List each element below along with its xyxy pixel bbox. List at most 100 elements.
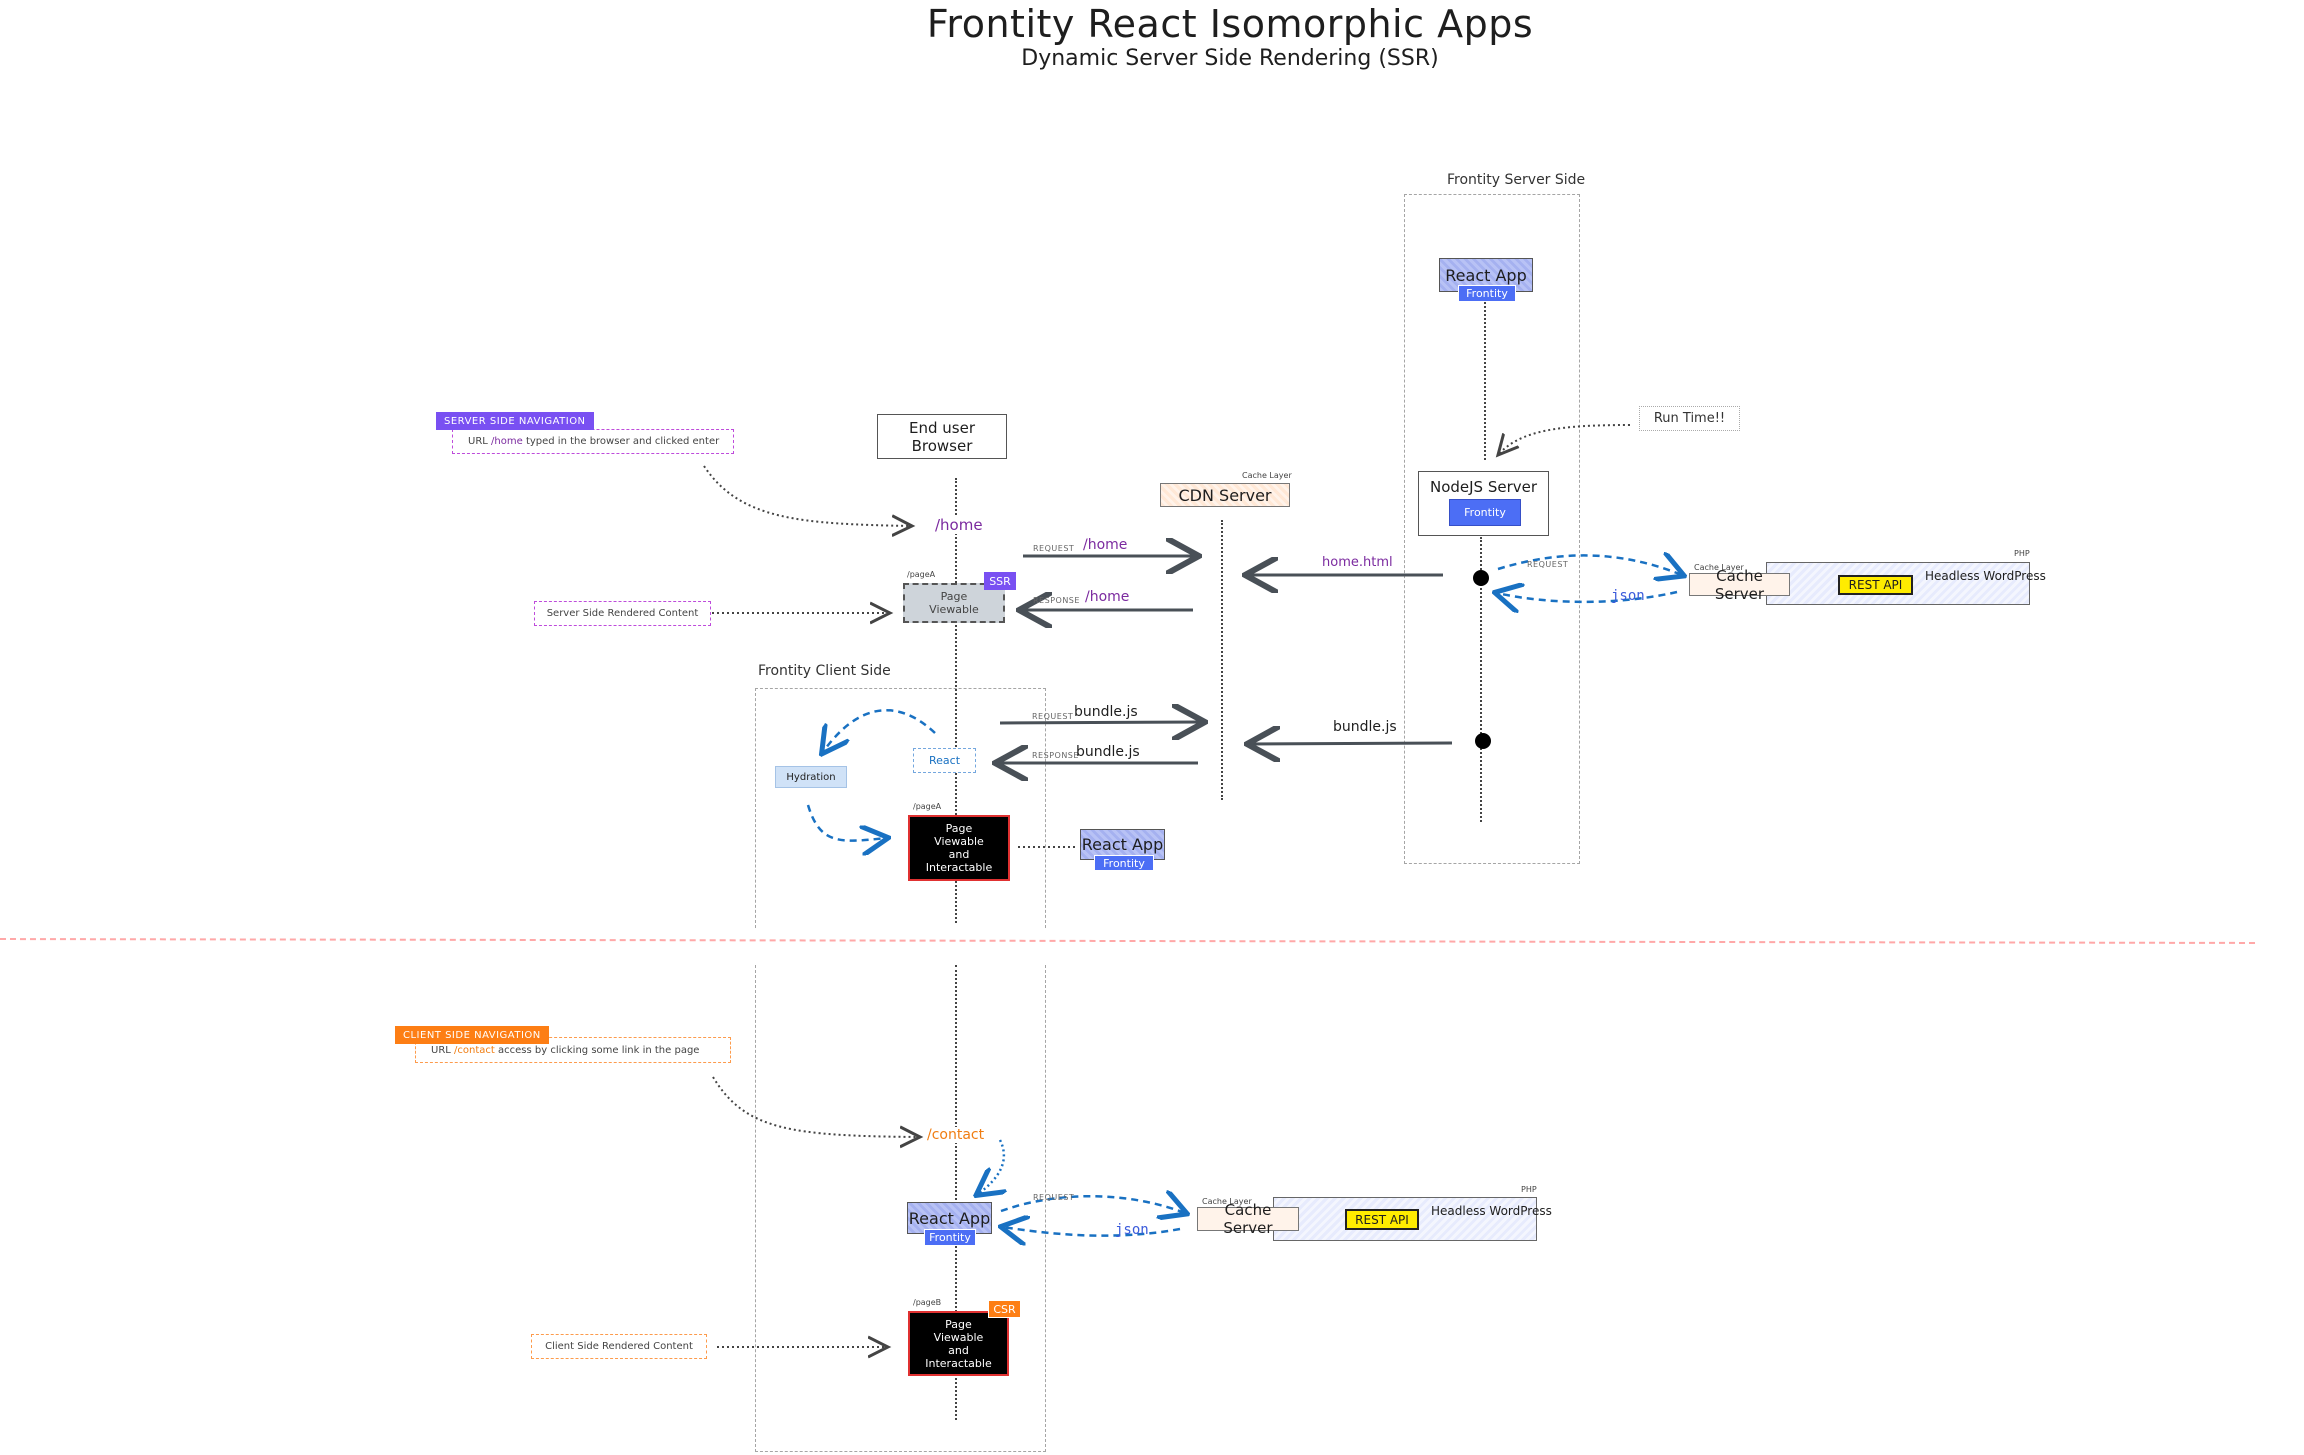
client-nav-note-text: URL /contact access by clicking some lin… — [415, 1037, 731, 1063]
browser-box: End user Browser — [877, 414, 1007, 459]
request-bundle-arrow — [999, 722, 1202, 723]
client-react-app-box: React App — [1080, 829, 1165, 860]
browser-lifeline — [955, 478, 957, 923]
node-json-label: json — [1611, 588, 1645, 604]
bundle-response-label: RESPONSE — [1032, 751, 1079, 760]
lower-headless-wordpress-box — [1273, 1197, 1537, 1241]
hydration-box: Hydration — [775, 766, 847, 788]
bundle-server-file: bundle.js — [1333, 719, 1397, 735]
server-side-group-label: Frontity Server Side — [1447, 172, 1586, 188]
route-contact: /contact — [925, 1127, 987, 1143]
client-side-group-label: Frontity Client Side — [758, 663, 891, 679]
ssr-content-note — [534, 601, 711, 626]
client-request-label: REQUEST — [1033, 1193, 1075, 1202]
lower-react-app-box: React App — [907, 1202, 992, 1234]
page-b-line3: and — [948, 1343, 969, 1357]
page-a-line2: Viewable — [934, 835, 984, 848]
response-label: RESPONSE — [1033, 596, 1080, 605]
client-nav-note — [415, 1037, 731, 1063]
run-time-arrow — [1498, 424, 1631, 455]
lower-headless-wordpress-label: Headless WordPress — [1431, 1204, 1552, 1218]
client-note-prefix: URL — [431, 1044, 451, 1056]
nodejs-frontity-tag: Frontity — [1449, 499, 1521, 526]
cache-layer-label: Cache Layer — [1694, 563, 1744, 572]
ssr-content-note-text: Server Side Rendered Content — [546, 608, 699, 619]
home-html-label: home.html — [1322, 555, 1393, 570]
client-json-arrow — [1003, 1227, 1181, 1236]
node-request-label: REQUEST — [1527, 560, 1569, 569]
server-nav-tag: SERVER SIDE NAVIGATION — [436, 412, 594, 430]
cdn-lifeline — [1221, 520, 1223, 800]
server-nav-arrow — [703, 465, 912, 526]
page-b-line1: Page — [945, 1317, 972, 1331]
react-to-hydration-arrow — [823, 709, 936, 752]
contact-to-react-app-arrow — [978, 1139, 1004, 1194]
node-request-arrow — [1497, 555, 1682, 575]
page-a-path: /pageA — [907, 570, 936, 579]
node-activation-dot — [1473, 570, 1489, 586]
page-a-ssr-line1: Page — [940, 590, 968, 603]
client-side-group-bottom — [755, 965, 1046, 1452]
csr-content-note — [531, 1334, 707, 1359]
response-route: /home — [1085, 589, 1130, 605]
bundle-request-label: REQUEST — [1032, 712, 1074, 721]
server-react-app-frontity-tag: Frontity — [1458, 285, 1516, 302]
run-time-note: Run Time!! — [1639, 406, 1740, 431]
node-lifeline — [1480, 537, 1482, 822]
page-b-box: Page Viewable and Interactable — [908, 1311, 1009, 1376]
client-nav-arrow — [712, 1076, 920, 1137]
page-a-line1: Page — [945, 822, 973, 835]
page-a-interactive-box: Page Viewable and Interactable — [908, 815, 1010, 881]
note-suffix: typed in the browser and clicked enter — [525, 436, 720, 447]
cdn-server-box: CDN Server — [1160, 483, 1290, 507]
page-a-line4: Interactable — [925, 861, 993, 874]
client-side-group-top — [755, 688, 1046, 928]
browser-line1: End user — [909, 418, 975, 437]
route-home: /home — [933, 516, 985, 534]
react-box: React — [913, 748, 976, 773]
diagram-title: Frontity React Isomorphic Apps — [926, 2, 1534, 46]
page-a-line3: and — [948, 848, 970, 861]
react-app-lifeline — [1484, 290, 1486, 460]
client-json-label: json — [1115, 1222, 1149, 1238]
client-request-arrow — [1000, 1196, 1185, 1213]
note-prefix: URL — [468, 436, 488, 447]
client-note-suffix: access by clicking some link in the page — [498, 1044, 700, 1056]
request-label: REQUEST — [1033, 544, 1075, 553]
request-route: /home — [1083, 537, 1128, 553]
lower-react-app-frontity-tag: Frontity — [924, 1229, 976, 1246]
lower-rest-api-box: REST API — [1345, 1209, 1419, 1230]
lower-wp-lang-label: PHP — [1521, 1185, 1537, 1194]
browser-lifeline-lower — [955, 965, 957, 1420]
note-route: /home — [491, 436, 523, 447]
hydration-to-page-arrow — [806, 804, 886, 841]
bundle-request-file: bundle.js — [1074, 704, 1138, 720]
client-note-route: /contact — [454, 1044, 495, 1056]
client-nav-tag: CLIENT SIDE NAVIGATION — [395, 1026, 549, 1044]
lower-cache-layer-label: Cache Layer — [1202, 1197, 1252, 1206]
nodejs-server-label: NodeJS Server — [1429, 478, 1538, 496]
client-react-app-frontity-tag: Frontity — [1094, 855, 1154, 871]
cache-server-box: Cache Server — [1689, 567, 1790, 603]
headless-wordpress-label: Headless WordPress — [1925, 569, 2046, 583]
server-side-group — [1404, 194, 1580, 864]
wp-lang-label: PHP — [2014, 549, 2030, 558]
bundle-response-file: bundle.js — [1076, 744, 1140, 760]
node-json-arrow — [1497, 592, 1678, 602]
page-b-path: /pageB — [913, 1298, 942, 1307]
server-nav-note-text: URL /home typed in the browser and click… — [452, 429, 734, 454]
csr-badge: CSR — [988, 1300, 1021, 1318]
bundle-server-arrow — [1250, 743, 1453, 744]
page-b-line4: Interactable — [925, 1356, 992, 1370]
csr-content-note-text: Client Side Rendered Content — [545, 1341, 693, 1352]
cdn-layer-label: Cache Layer — [1242, 471, 1292, 480]
bundle-activation-dot — [1475, 733, 1491, 749]
diagram-subtitle: Dynamic Server Side Rendering (SSR) — [1021, 46, 1439, 71]
page-b-line2: Viewable — [933, 1330, 984, 1344]
page-a-interactive-path: /pageA — [913, 802, 942, 811]
browser-line2: Browser — [911, 436, 973, 455]
page-a-ssr-line2: Viewable — [929, 603, 979, 616]
ssr-badge: SSR — [984, 572, 1016, 590]
rest-api-box: REST API — [1838, 575, 1913, 595]
